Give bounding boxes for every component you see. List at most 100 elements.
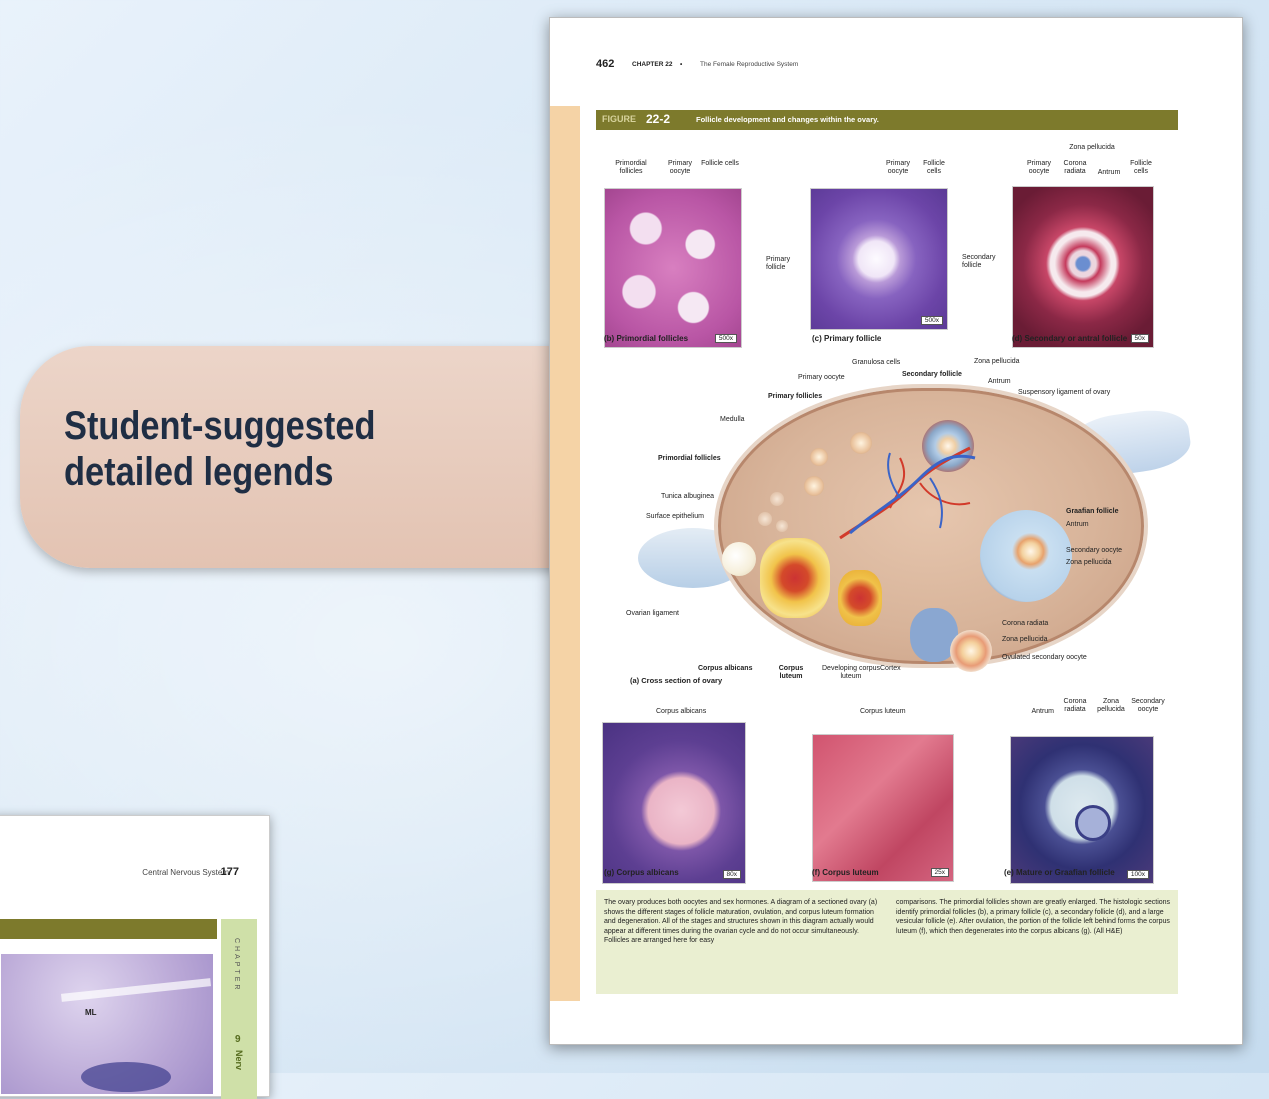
caption-g: (g) Corpus albicans (604, 868, 679, 877)
primordial-follicle-2 (758, 512, 772, 526)
graafian-follicle-diagram (980, 510, 1072, 602)
side-color-strip (550, 106, 580, 1001)
caption-b: (b) Primordial follicles (604, 334, 689, 343)
label-medulla: Medulla (720, 416, 745, 423)
figure-label: FIGURE (602, 114, 637, 124)
label-granulosa-cells: Granulosa cells (852, 359, 901, 366)
label-suspensory-ligament: Suspensory ligament of ovary (1018, 389, 1111, 396)
secondary-follicle-diagram (922, 420, 974, 472)
back-page-number: 177 (220, 866, 239, 878)
figure-caption: Follicle development and changes within … (696, 115, 879, 124)
micrograph-corpus-luteum: 25x (812, 734, 954, 882)
label-secondary-follicle-d: Secondary follicle (962, 254, 996, 269)
label-follicle-cells-d: Follicle cells (1130, 160, 1152, 175)
label-corpus-albicans: Corpus albicans (698, 665, 753, 672)
ovulated-oocyte-diagram (950, 630, 992, 672)
label-zona-pellucida: Zona pellucida (1066, 559, 1112, 566)
primary-follicle-2 (810, 448, 828, 466)
back-page-side-tab (221, 919, 257, 1099)
label-developing-corpus-luteum: Developing corpus luteum (822, 665, 880, 680)
label-secondary-follicle: Secondary follicle (902, 371, 962, 378)
label-primary-follicles: Primary follicles (768, 393, 823, 400)
back-page-figure-bar (0, 919, 217, 939)
caption-d: (d) Secondary or antral follicle (1012, 334, 1128, 343)
label-corona-radiata-e: Corona radiata (1063, 698, 1087, 713)
developing-corpus-luteum-diagram (838, 570, 882, 626)
label-corona-radiata-d: Corona radiata (1063, 160, 1087, 175)
label-primordial-follicles: Primordial follicles (658, 455, 721, 462)
primary-follicle-1 (850, 432, 872, 454)
primary-follicle-3 (804, 476, 824, 496)
magnification-f: 25x (930, 868, 949, 877)
corpus-luteum-diagram (760, 538, 830, 618)
figure-title-bar (596, 110, 1178, 130)
magnification-e: 100x (1126, 870, 1149, 879)
callout-banner (20, 346, 580, 568)
figure-number: 22-2 (646, 112, 671, 126)
caption-e: (e) Mature or Graafian follicle (1004, 868, 1115, 877)
micrograph-corpus-albicans: 80x (602, 722, 746, 884)
back-textbook-page: Central Nervous System 177 ML CHAPTER 9 … (0, 815, 270, 1099)
magnification-g: 80x (722, 870, 741, 879)
legend-left-column: The ovary produces both oocytes and sex … (604, 899, 878, 945)
label-follicle-cells-b: Follicle cells (701, 160, 739, 167)
label-antrum-d: Antrum (1097, 169, 1121, 176)
magnification-d: 50x (1130, 334, 1149, 343)
callout-line-2: detailed legends (64, 450, 334, 494)
label-tunica-albuginea: Tunica albuginea (660, 493, 714, 500)
chapter-label: CHAPTER 22 (632, 61, 673, 68)
primordial-follicle-3 (776, 520, 788, 532)
label-antrum-e: Antrum (1031, 708, 1054, 715)
back-page-header: Central Nervous System (142, 868, 229, 877)
back-page-side-word: Nerv (234, 1050, 244, 1071)
corpus-albicans-diagram (722, 542, 756, 576)
magnification-c: 500x (920, 316, 943, 325)
back-page-image-label: ML (85, 1008, 97, 1017)
callout-text: Student-suggested detailed legends (64, 403, 376, 495)
label-follicle-cells-c: Follicle cells (923, 160, 945, 175)
label-primary-oocyte-b: Primary oocyte (667, 160, 693, 175)
label-primordial-follicles-b: Primordial follicles (615, 160, 647, 175)
label-zona-pellucida-2: Zona pellucida (1002, 636, 1048, 643)
micrograph-primary-follicle: 500x (810, 188, 948, 330)
caption-a: (a) Cross section of ovary (630, 676, 723, 685)
caption-f: (f) Corpus luteum (812, 868, 879, 877)
header-separator: • (680, 61, 683, 68)
chapter-title: The Female Reproductive System (700, 61, 799, 68)
label-zona-pellucida-e: Zona pellucida (1097, 698, 1125, 713)
textbook-page: 462 CHAPTER 22 • The Female Reproductive… (549, 17, 1243, 1045)
label-primary-oocyte-diagram: Primary oocyte (798, 374, 845, 381)
label-surface-epithelium: Surface epithelium (646, 513, 704, 520)
label-ovarian-ligament: Ovarian ligament (626, 610, 679, 617)
figure-legend-box (596, 890, 1178, 994)
label-corpus-luteum: Corpus luteum (778, 665, 804, 680)
caption-c: (c) Primary follicle (812, 334, 882, 343)
label-graafian-follicle: Graafian follicle (1066, 508, 1119, 515)
label-secondary-oocyte: Secondary oocyte (1066, 547, 1123, 554)
label-primary-follicle-c: Primary follicle (766, 256, 791, 271)
callout-line-1: Student-suggested (64, 404, 376, 448)
micrograph-primordial-follicles: 500x (604, 188, 742, 348)
label-ovulated-oocyte: Ovulated secondary oocyte (1002, 654, 1087, 661)
magnification-b: 500x (714, 334, 737, 343)
label-corpus-luteum-f: Corpus luteum (860, 708, 906, 715)
label-antrum: Antrum (1066, 521, 1089, 528)
legend-right-column: comparisons. The primordial follicles sh… (896, 899, 1171, 935)
micrograph-graafian-follicle: 100x (1010, 736, 1154, 884)
label-zona-pellucida-top: Zona pellucida (974, 358, 1020, 365)
back-page-side-tab-text: CHAPTER (233, 938, 240, 993)
page-number: 462 (596, 58, 615, 70)
label-zona-pellucida-d: Zona pellucida (1069, 144, 1115, 151)
micrograph-secondary-follicle: 50x (1012, 186, 1154, 348)
label-corpus-albicans-g: Corpus albicans (656, 708, 707, 715)
label-primary-oocyte-d: Primary oocyte (1026, 160, 1052, 175)
back-page-micrograph: ML (1, 954, 213, 1094)
label-corona-radiata: Corona radiata (1002, 620, 1049, 627)
label-cortex: Cortex (880, 665, 901, 672)
label-secondary-oocyte-e: Secondary oocyte (1131, 698, 1165, 713)
back-page-side-number: 9 (235, 1034, 241, 1045)
label-antrum-top: Antrum (988, 378, 1011, 385)
primordial-follicle-1 (770, 492, 784, 506)
blood-vessels (839, 446, 976, 540)
label-primary-oocyte-c: Primary oocyte (885, 160, 911, 175)
